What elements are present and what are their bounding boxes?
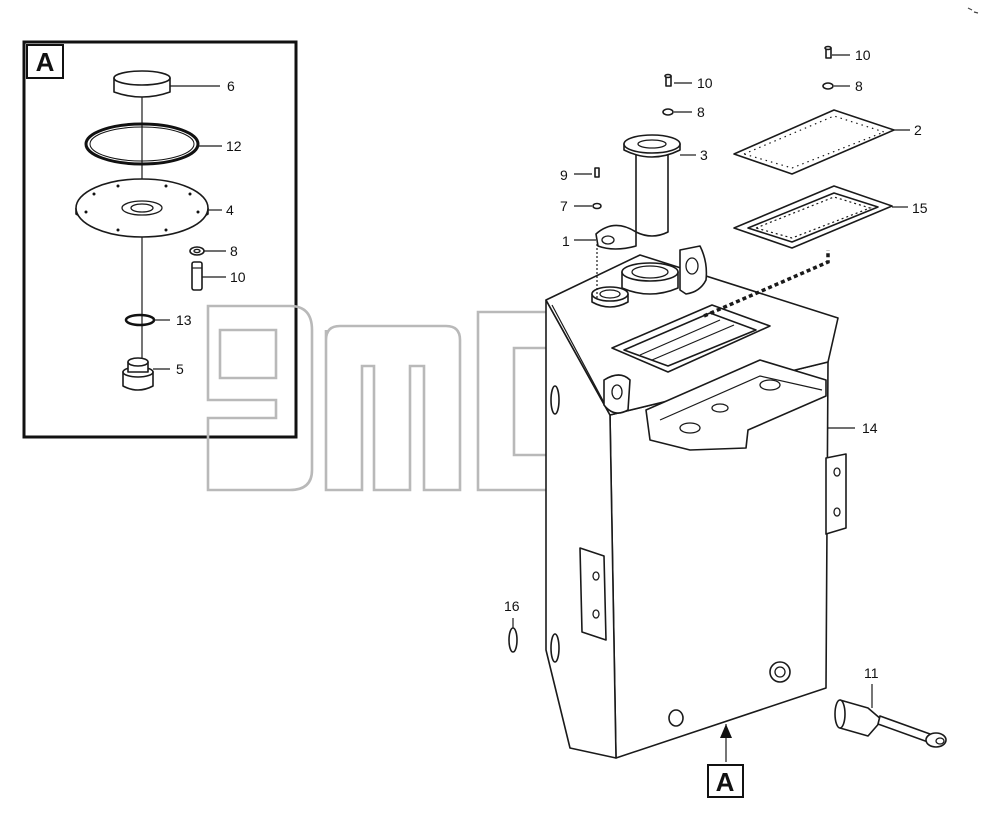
detail-label: A <box>36 47 55 77</box>
view-arrow-a: A <box>707 724 744 798</box>
washer-part-7 <box>592 202 602 210</box>
callout-12: 12 <box>226 138 242 154</box>
callout-8-detail: 8 <box>230 243 238 259</box>
callout-3: 3 <box>700 147 708 163</box>
cover-plate-part-2 <box>733 109 895 175</box>
gasket-part-15 <box>733 185 893 249</box>
callout-15: 15 <box>912 200 928 216</box>
bolt-part-10 <box>191 261 203 291</box>
callout-10-detail: 10 <box>230 269 246 285</box>
callout-6: 6 <box>227 78 235 94</box>
bolt-part-10-cover <box>824 45 832 59</box>
callout-10-strainer: 10 <box>697 75 713 91</box>
callout-8-strainer: 8 <box>697 104 705 120</box>
flange-plate-part-4 <box>75 178 209 238</box>
callout-5: 5 <box>176 361 184 377</box>
washer-part-8-cover <box>822 82 834 90</box>
cap-part-1 <box>595 224 637 250</box>
callout-10-cover: 10 <box>855 47 871 63</box>
sight-gauge-part-16 <box>508 627 518 653</box>
detail-frame <box>22 40 298 439</box>
callout-9: 9 <box>560 167 568 183</box>
hydraulic-tank-part-14 <box>545 244 847 759</box>
callout-11: 11 <box>864 665 879 681</box>
callout-1: 1 <box>562 233 570 249</box>
o-ring-part-12 <box>84 122 200 166</box>
view-marker-label: A <box>716 767 735 797</box>
bolt-part-10-strainer <box>664 73 672 87</box>
callout-8-cover: 8 <box>855 78 863 94</box>
washer-part-8-strainer <box>662 108 674 116</box>
corner-mark <box>967 7 979 14</box>
detail-label-box <box>26 44 64 79</box>
callout-13: 13 <box>176 312 192 328</box>
callout-14: 14 <box>862 420 878 436</box>
plug-part-5 <box>122 357 154 391</box>
strainer-part-3 <box>623 134 681 237</box>
seal-ring-part-13 <box>124 313 156 327</box>
cap-part-6 <box>113 70 171 98</box>
callout-2: 2 <box>914 122 922 138</box>
screw-part-9 <box>594 167 600 178</box>
sensor-rod-part-11 <box>834 699 947 748</box>
callout-7: 7 <box>560 198 568 214</box>
detail-view-a: A 6 12 4 <box>22 40 298 439</box>
callout-16: 16 <box>504 598 520 614</box>
callout-4: 4 <box>226 202 234 218</box>
washer-part-8 <box>189 246 205 256</box>
